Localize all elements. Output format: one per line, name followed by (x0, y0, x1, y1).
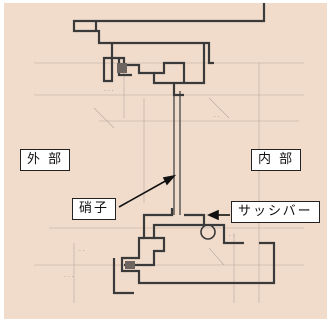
sill-frame-hatch (125, 261, 135, 269)
head-frame-hatch (117, 63, 127, 73)
glass-leader-line (118, 178, 170, 208)
svg-text:· ·: · · (214, 114, 220, 121)
construction-lines (34, 62, 304, 303)
svg-text:· ·: · · (229, 233, 235, 240)
sash-bar-arrowhead (207, 209, 219, 221)
weatherstrip-circle (200, 224, 216, 240)
svg-text:· ·: · · (79, 248, 85, 255)
svg-text:· · ·: · · · (64, 274, 74, 281)
dimension-text: · · · · · · · · · · · · (64, 88, 235, 281)
sill-frame (112, 208, 276, 295)
glass-label: 硝子 (72, 198, 117, 220)
inside-label: 内 部 (251, 149, 302, 171)
svg-text:· · ·: · · · (104, 88, 114, 95)
sash-section-drawing: · · · · · · · · · · · · (34, 3, 304, 303)
sash-bar-label: サッシバー (231, 201, 320, 223)
outside-label: 外 部 (20, 149, 71, 171)
head-frame (72, 3, 266, 97)
leader-arrows (118, 174, 230, 221)
glass-pane (173, 91, 181, 215)
glass-arrowhead (162, 174, 177, 186)
